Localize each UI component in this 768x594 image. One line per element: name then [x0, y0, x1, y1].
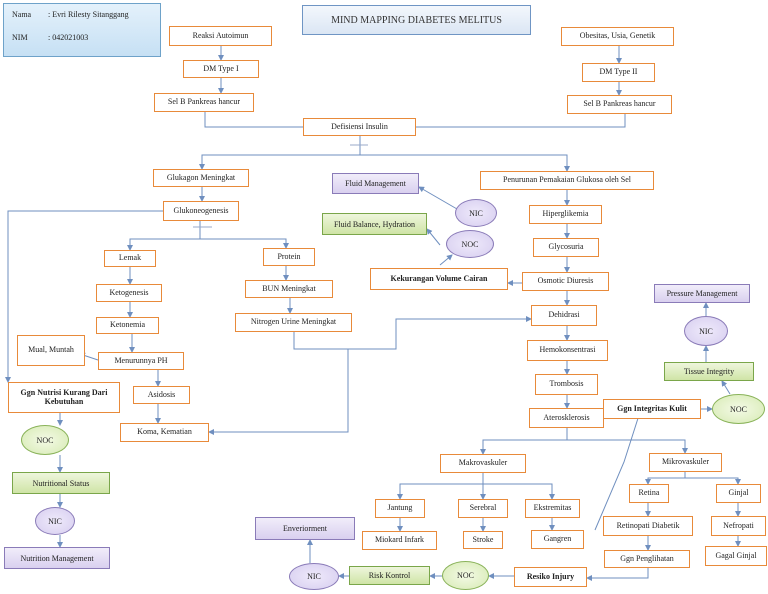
- node-ketogenesis: Ketogenesis: [96, 284, 162, 302]
- noc-injury: NOC: [442, 561, 489, 590]
- noc-nutrisi: NOC: [21, 425, 69, 455]
- node-protein: Protein: [263, 248, 315, 266]
- node-retina: Retina: [629, 484, 669, 503]
- nic-nutrisi: NIC: [35, 507, 75, 535]
- fluid-balance-box: Fluid Balance, Hydration: [322, 213, 427, 235]
- node-stroke: Stroke: [463, 531, 503, 549]
- node-koma-kematian: Koma, Kematian: [120, 423, 209, 442]
- node-osmotic-diuresis: Osmotic Diuresis: [522, 272, 609, 291]
- node-reaksi-autoimun: Reaksi Autoimun: [169, 26, 272, 46]
- risk-kontrol-box: Risk Kontrol: [349, 566, 430, 585]
- node-ketonemia: Ketonemia: [96, 317, 159, 334]
- node-kekurangan-volume: Kekurangan Volume Cairan: [370, 268, 508, 290]
- nim-label: NIM: [12, 33, 28, 42]
- node-miokard-infark: Miokard Infark: [362, 531, 437, 550]
- node-sel-b-pankreas-2: Sel B Pankreas hancur: [567, 95, 672, 114]
- node-sel-b-pankreas-1: Sel B Pankreas hancur: [154, 93, 254, 112]
- name-value: : Evri Rilesty Sitanggang: [48, 10, 129, 19]
- fluid-management-box: Fluid Management: [332, 173, 419, 194]
- node-bun-meningkat: BUN Meningkat: [245, 280, 333, 298]
- node-hiperglikemia: Hiperglikemia: [529, 205, 602, 224]
- node-retinopati: Retinopati Diabetik: [603, 516, 693, 536]
- node-nitrogen-urine: Nitrogen Urine Meningkat: [235, 313, 352, 332]
- node-aterosklerosis: Aterosklerosis: [529, 408, 604, 428]
- nic-injury: NIC: [289, 563, 339, 590]
- node-trombosis: Trombosis: [535, 374, 598, 395]
- node-glycosuria: Glycosuria: [533, 238, 599, 257]
- student-info: Nama : Evri Rilesty Sitanggang NIM : 04202…: [3, 3, 161, 57]
- noc-integritas: NOC: [712, 394, 765, 424]
- node-glukagon: Glukagon Meningkat: [153, 169, 249, 187]
- node-makrovaskuler: Makrovaskuler: [440, 454, 526, 473]
- noc-fluid: NOC: [446, 230, 494, 258]
- name-label: Nama: [12, 10, 32, 19]
- diagram-title: MIND MAPPING DIABETES MELITUS: [302, 5, 531, 35]
- node-mikrovaskuler: Mikrovaskuler: [649, 453, 722, 472]
- environment-box: Enveriorment: [255, 517, 355, 540]
- node-mual-muntah: Mual, Muntah: [17, 335, 85, 366]
- node-asidosis: Asidosis: [133, 386, 190, 404]
- nutrition-management-box: Nutrition Management: [4, 547, 110, 569]
- nic-integritas: NIC: [684, 316, 728, 346]
- node-dehidrasi: Dehidrasi: [531, 305, 597, 326]
- node-serebral: Serebral: [458, 499, 508, 518]
- node-jantung: Jantung: [375, 499, 425, 518]
- nutritional-status-box: Nutritional Status: [12, 472, 110, 494]
- pressure-management-box: Pressure Management: [654, 284, 750, 303]
- node-resiko-injury: Resiko Injury: [514, 567, 587, 587]
- node-gagal-ginjal: Gagal Ginjal: [705, 546, 767, 566]
- node-defisiensi-insulin: Defisiensi Insulin: [303, 118, 416, 136]
- node-nefropati: Nefropati: [711, 516, 766, 536]
- node-ekstremitas: Ekstremitas: [525, 499, 580, 518]
- node-dm-type-1: DM Type I: [183, 60, 259, 78]
- node-penurunan-glukosa: Penurunan Pemakaian Glukosa oleh Sel: [480, 171, 654, 190]
- nim-value: : 042021003: [48, 33, 89, 42]
- node-ggn-integritas-kulit: Ggn Integritas Kulit: [603, 399, 701, 419]
- node-ggn-nutrisi: Ggn Nutrisi Kurang Dari Kebutuhan: [8, 382, 120, 413]
- nic-fluid: NIC: [455, 199, 497, 227]
- node-ggn-penglihatan: Ggn Penglihatan: [604, 550, 690, 568]
- node-gangren: Gangren: [531, 530, 584, 549]
- node-ginjal: Ginjal: [716, 484, 761, 503]
- node-obesitas: Obesitas, Usia, Genetik: [561, 27, 674, 46]
- node-lemak: Lemak: [104, 250, 156, 267]
- node-menurunnya-ph: Menurunnya PH: [98, 352, 184, 370]
- node-glukoneogenesis: Glukoneogenesis: [163, 201, 239, 221]
- node-hemokonsentrasi: Hemokonsentrasi: [527, 340, 608, 361]
- tissue-integrity-box: Tissue Integrity: [664, 362, 754, 381]
- node-dm-type-2: DM Type II: [582, 63, 655, 82]
